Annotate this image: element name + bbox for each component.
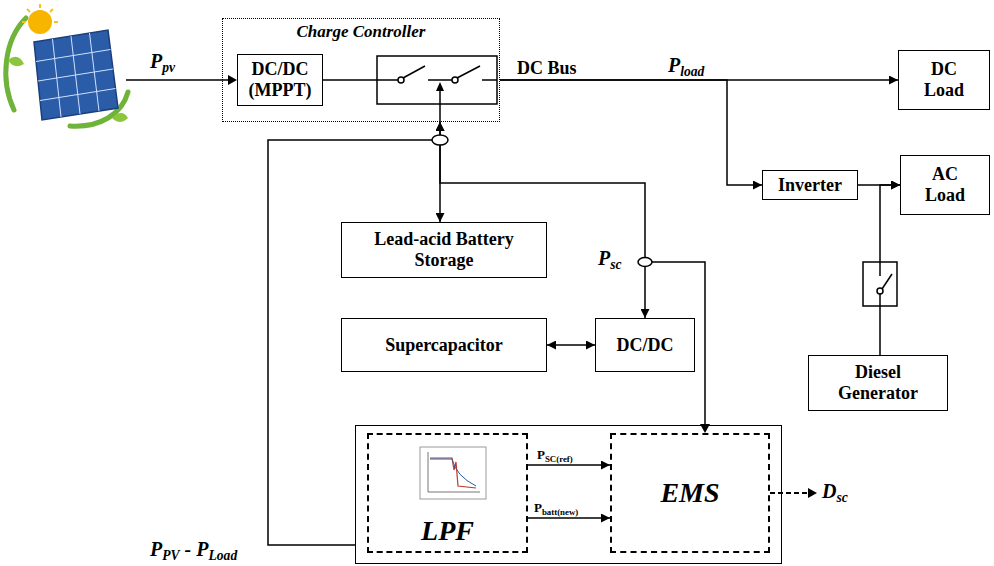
connector <box>500 80 762 185</box>
inverter-box: Inverter <box>762 170 858 200</box>
box-label: AC Load <box>920 164 970 205</box>
connector <box>547 344 595 346</box>
ems-block: EMS <box>610 433 770 553</box>
generator-box: Diesel Generator <box>808 355 948 411</box>
signal-name: Ppv <box>150 50 175 73</box>
signal-name: Pload <box>668 54 704 77</box>
controller-block: LPF EMS <box>355 425 782 564</box>
box-label: DC/DC (MPPT) <box>245 59 315 100</box>
converter-box: DC/DC <box>595 318 695 372</box>
controller-group: Charge ControllerDC/DC (MPPT) <box>222 18 500 122</box>
box-label: Lead-acid Battery Storage <box>374 229 514 270</box>
switch-symbol <box>863 262 897 306</box>
group-heading: Charge Controller <box>223 22 499 42</box>
bus-name: DC Bus <box>517 58 577 79</box>
signal-name: Dsc <box>822 480 848 503</box>
connector <box>528 517 610 519</box>
load-box: AC Load <box>900 155 990 215</box>
signal-name: Pbatt(new) <box>533 500 579 516</box>
filter-block: LPF <box>367 433 528 553</box>
signal-name: PPV - PLoad <box>150 538 237 561</box>
switch-symbol <box>377 56 497 122</box>
filter-plot-icon <box>420 447 486 499</box>
battery-box: Lead-acid Battery Storage <box>341 222 547 278</box>
box-label: Supercapacitor <box>385 335 503 356</box>
box-label: DC/DC <box>617 335 674 356</box>
signal-name: Psc <box>598 247 622 270</box>
box-label: DC Load <box>919 59 969 100</box>
connector <box>528 464 610 466</box>
block-title: LPF <box>421 515 474 547</box>
box-label: Inverter <box>778 175 842 196</box>
solar-panel-icon <box>6 4 128 126</box>
signal-name: PSC(ref) <box>536 447 574 463</box>
converter-box: DC/DC (MPPT) <box>237 54 323 106</box>
supercapacitor-box: Supercapacitor <box>341 318 547 372</box>
load-box: DC Load <box>898 50 990 110</box>
box-label: Diesel Generator <box>828 362 928 403</box>
connector <box>440 122 645 318</box>
block-title: EMS <box>660 477 719 509</box>
